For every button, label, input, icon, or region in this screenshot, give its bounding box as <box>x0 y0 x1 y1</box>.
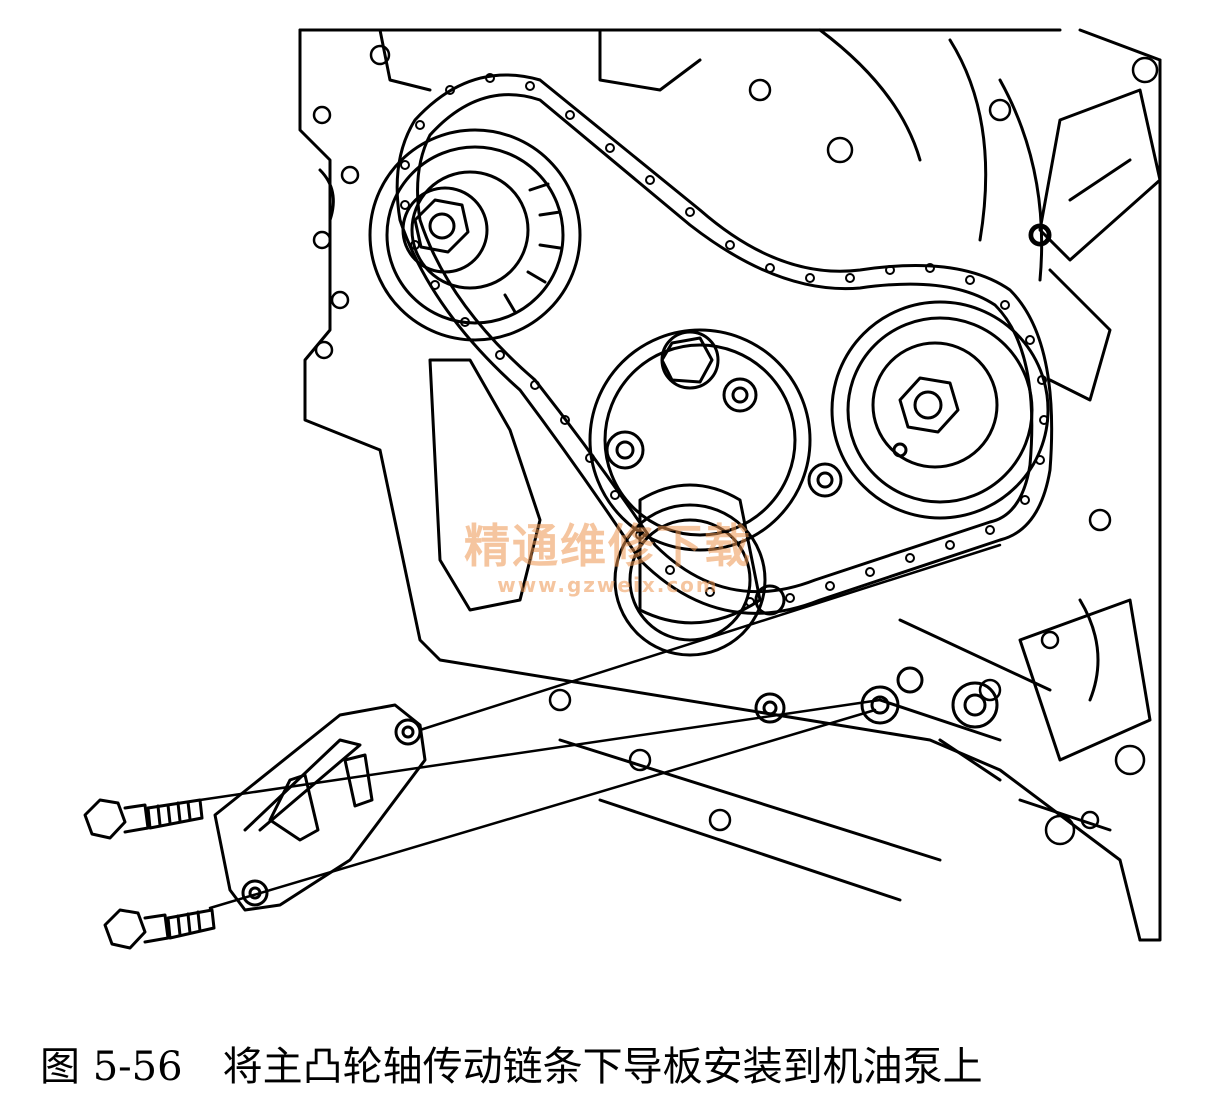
caption-number: 图 5-56 <box>40 1044 183 1090</box>
alignment-lines <box>198 543 1002 910</box>
chain-links <box>400 73 1049 607</box>
idler-gear <box>588 328 843 616</box>
chain-tensioner <box>1028 88 1162 402</box>
right-camshaft-sprocket <box>830 300 1050 520</box>
crankshaft-sprocket <box>613 483 786 724</box>
figure-caption: 图 5-56 将主凸轮轴传动链条下导板安装到机油泵上 <box>40 1042 1180 1092</box>
block-bolt-holes <box>312 44 1159 846</box>
lower-bolt <box>103 908 216 950</box>
upper-bolt <box>83 798 204 840</box>
lower-chain-guide <box>213 703 427 912</box>
engine-block-outline <box>298 28 1162 942</box>
caption-text: 将主凸轮轴传动链条下导板安装到机油泵上 <box>222 1044 983 1090</box>
pump-mounting-bosses <box>860 666 1002 782</box>
left-camshaft-sprocket <box>368 128 582 342</box>
engine-illustration <box>83 28 1162 950</box>
